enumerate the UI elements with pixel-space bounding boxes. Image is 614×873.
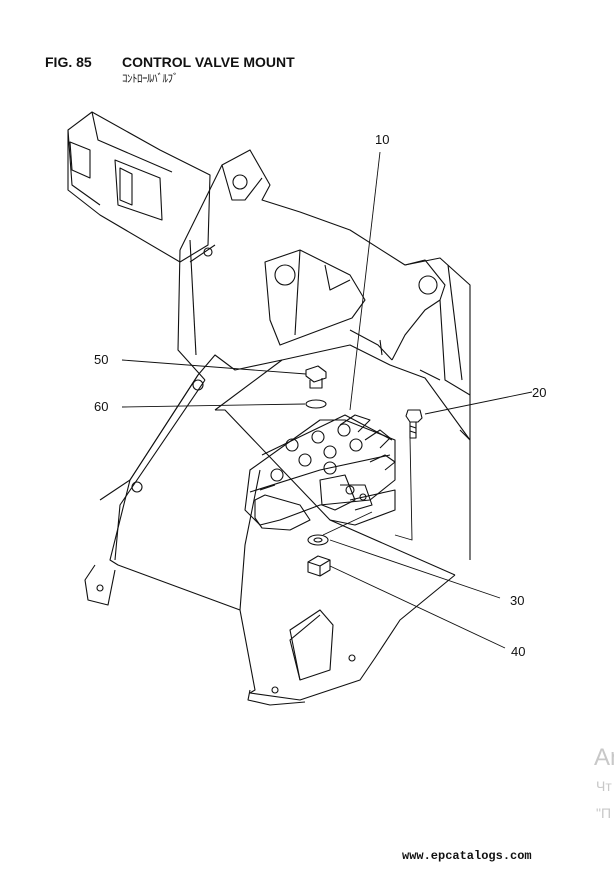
control-valve-assembly	[244, 414, 396, 531]
watermark-line-1: An	[594, 744, 614, 771]
leader-lines	[121, 151, 533, 649]
rear-frame	[177, 149, 471, 441]
watermark-line-2: Чт	[596, 778, 612, 794]
callout-30: 30	[510, 593, 525, 608]
footer-site-url[interactable]: www.epcatalogs.com	[402, 849, 532, 863]
o-ring-60	[305, 399, 327, 409]
watermark-line-3: "П	[596, 805, 612, 821]
plug-50	[305, 365, 327, 389]
callout-60: 60	[94, 399, 109, 414]
callout-40: 40	[511, 644, 526, 659]
callout-10: 10	[375, 132, 390, 147]
callout-50: 50	[94, 352, 109, 367]
main-base-body	[84, 339, 471, 706]
washer-30	[307, 534, 329, 546]
fig-title: CONTROL VALVE MOUNT	[122, 54, 295, 70]
bolt-20	[405, 409, 423, 439]
upper-left-bracket	[67, 111, 211, 263]
nut-40	[307, 555, 331, 577]
fig-number: FIG. 85	[45, 54, 92, 70]
callout-20: 20	[532, 385, 547, 400]
fig-subtitle: ｺﾝﾄﾛｰﾙﾊﾞﾙﾌﾞ	[122, 73, 179, 85]
